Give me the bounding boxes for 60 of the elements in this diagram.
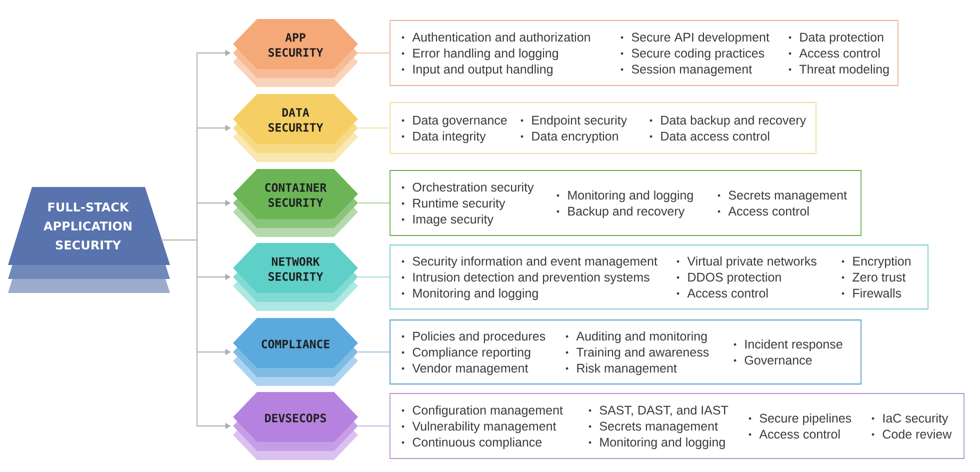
list-item: Vendor management bbox=[402, 363, 528, 376]
list-item: Monitoring and logging bbox=[556, 190, 693, 202]
hexagon-stack: NETWORK SECURITY bbox=[233, 243, 358, 311]
connector-line bbox=[358, 276, 390, 278]
list-item: Monitoring and logging bbox=[402, 288, 538, 300]
list-item: Intrusion detection and prevention systems bbox=[402, 272, 650, 284]
trapezoid-stack: FULL-STACK APPLICATION SECURITY bbox=[8, 187, 170, 293]
node-label: FULL-STACK bbox=[48, 202, 130, 212]
list-item: Access control bbox=[676, 288, 768, 298]
list-item: Continuous compliance bbox=[402, 437, 542, 450]
list-item: Secure coding practices bbox=[620, 48, 764, 60]
list-item: Encryption bbox=[842, 256, 910, 268]
list-item: Orchestration security bbox=[402, 182, 534, 194]
list-item: Incident response bbox=[734, 339, 842, 352]
list-item: Runtime security bbox=[402, 198, 506, 210]
connector-line bbox=[358, 52, 390, 54]
list-item: Training and awareness bbox=[566, 347, 709, 360]
list-item: Backup and recovery bbox=[556, 206, 685, 218]
list-item: Data backup and recovery bbox=[650, 115, 806, 128]
list-item: Monitoring and logging bbox=[588, 437, 725, 450]
list-item: SAST, DAST, and IAST bbox=[588, 405, 728, 416]
list-item: Data access control bbox=[650, 131, 770, 141]
list-item: Threat modeling bbox=[788, 64, 889, 76]
hexagon-stack: APP SECURITY bbox=[233, 19, 358, 87]
list-item: Virtual private networks bbox=[676, 256, 816, 268]
list-item: Security information and event management bbox=[402, 256, 658, 268]
hexagon-stack: DEVSECOPS bbox=[233, 392, 358, 460]
list-item: Secure pipelines bbox=[748, 413, 852, 426]
hexagon-stack: COMPLIANCE bbox=[233, 318, 358, 386]
list-item: Access control bbox=[718, 206, 809, 216]
list-item: Auditing and monitoring bbox=[566, 331, 707, 344]
list-item: Code review bbox=[872, 429, 952, 439]
list-item: Image security bbox=[402, 214, 494, 226]
list-item: IaC security bbox=[872, 413, 948, 426]
list-item: Compliance reporting bbox=[402, 347, 530, 360]
list-item: Data integrity bbox=[402, 131, 486, 144]
list-item: Session management bbox=[620, 64, 752, 76]
list-item: Secrets management bbox=[718, 190, 847, 202]
list-item: Data governance bbox=[402, 116, 507, 128]
list-item: Error handling and logging bbox=[402, 48, 558, 60]
list-item: Input and output handling bbox=[402, 64, 552, 76]
list-item: Access control bbox=[748, 429, 840, 439]
list-item: Access control bbox=[788, 48, 880, 58]
list-item: Secrets management bbox=[588, 422, 718, 434]
hexagon-stack: DATA SECURITY bbox=[233, 94, 358, 162]
list-item: Governance bbox=[734, 356, 812, 365]
list-item: Policies and procedures bbox=[402, 331, 546, 344]
list-item: Configuration management bbox=[402, 405, 563, 418]
connector-line bbox=[358, 202, 390, 204]
list-item: Data encryption bbox=[520, 131, 618, 144]
list-item: Authentication and authorization bbox=[402, 32, 590, 42]
list-item: DDOS protection bbox=[676, 272, 781, 284]
hexagon-stack: CONTAINER SECURITY bbox=[233, 169, 358, 237]
list-item: Risk management bbox=[566, 363, 677, 376]
list-item: Zero trust bbox=[842, 272, 906, 282]
list-item: Data protection bbox=[788, 32, 884, 44]
list-item: Secure API development bbox=[620, 32, 770, 44]
list-item: Firewalls bbox=[842, 288, 902, 298]
list-item: Endpoint security bbox=[520, 115, 628, 128]
list-item: Vulnerability management bbox=[402, 421, 556, 434]
